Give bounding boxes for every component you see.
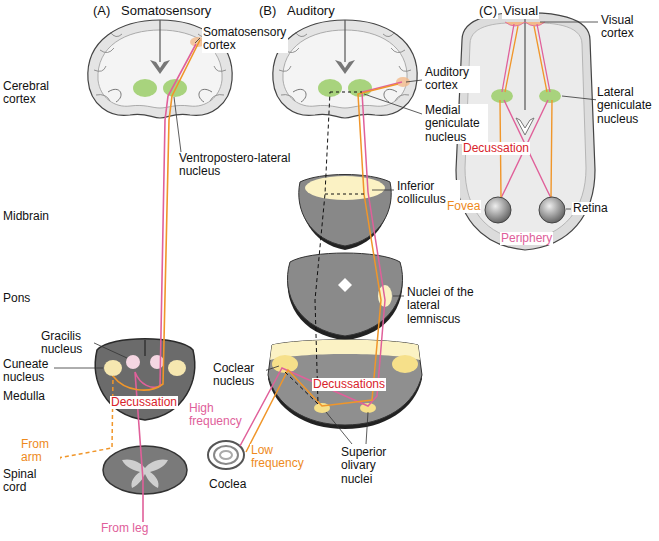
drawing-part: [168, 360, 186, 376]
drawing-part: [539, 197, 565, 223]
structure-label: Visual cortex: [600, 14, 656, 41]
pathway-label: High frequency: [188, 402, 248, 429]
drawing-part: [246, 84, 398, 452]
somatosensory-panel: [50, 20, 232, 535]
structure-label: Medial geniculate nucleus: [424, 104, 488, 144]
drawing-part: [126, 355, 140, 369]
drawing-part: [502, 24, 550, 92]
drawing-part: [366, 412, 368, 444]
panel-letter: (B): [258, 4, 277, 19]
drawing-part: [505, 22, 545, 26]
structure-label: Retina: [572, 202, 609, 215]
level-label: Medulla: [2, 390, 46, 403]
drawing-part: [240, 82, 402, 446]
drawing-part: [326, 412, 352, 444]
drawing-part: [364, 94, 422, 114]
drawing-part: [113, 40, 200, 390]
level-label: Midbrain: [2, 210, 50, 223]
drawing-part: [220, 451, 232, 459]
panel-title: Visual: [502, 4, 539, 19]
drawing-part: [208, 441, 244, 469]
drawing-part: [122, 459, 168, 488]
level-label: Pons: [2, 292, 31, 305]
drawing-part: [305, 176, 385, 200]
drawing-part: [360, 403, 376, 413]
drawing-part: [92, 342, 127, 358]
level-label: Cerebral cortex: [2, 80, 60, 107]
drawing-part: [540, 22, 598, 23]
drawing-part: [325, 92, 365, 194]
structure-label: Nuclei of the lateral lemniscus: [406, 286, 486, 326]
structure-label: Ventropostero-lateral nucleus: [178, 152, 294, 179]
pathway-label: From leg: [100, 522, 149, 535]
panel-letter: (A): [92, 4, 111, 19]
drawing-part: [287, 253, 402, 336]
drawing-part: [505, 26, 547, 92]
drawing-part: [524, 13, 525, 110]
drawing-part: [174, 97, 181, 152]
drawing-part: [208, 441, 244, 469]
drawing-part: [272, 355, 298, 373]
drawing-part: [393, 296, 404, 297]
structure-label: Superior olivary nuclei: [340, 446, 400, 486]
pathway-label: Fovea: [446, 200, 481, 213]
drawing-part: [392, 355, 418, 373]
structure-label: Auditory cortex: [424, 66, 480, 93]
panel-letter: (C): [478, 4, 498, 19]
drawing-part: [50, 368, 103, 369]
drawing-part: [562, 96, 598, 100]
drawing-part: [285, 92, 330, 404]
drawing-part: [264, 80, 422, 444]
structure-label: Lateral geniculate nucleus: [596, 86, 656, 126]
drawing-part: [50, 38, 200, 368]
drawing-part: [516, 118, 534, 135]
pathway-label: Low frequency: [250, 444, 310, 471]
drawing-part: [195, 38, 200, 43]
drawing-part: [58, 376, 113, 458]
drawing-part: [95, 339, 194, 420]
drawing-part: [406, 80, 422, 82]
pathway-label: From arm: [20, 438, 60, 465]
drawing-part: [150, 355, 164, 369]
drawing-part: [103, 446, 187, 494]
drawing-part: [264, 366, 279, 371]
drawing-part: [485, 197, 511, 223]
decussation-label: Decussation: [462, 142, 530, 155]
drawing-part: [268, 340, 422, 425]
drawing-part: [273, 20, 417, 118]
panel-title: Auditory: [286, 4, 336, 19]
decussation-label: Decussation: [110, 396, 178, 409]
drawing-part: [214, 446, 238, 464]
pathway-label: Periphery: [500, 232, 553, 245]
drawing-part: [566, 209, 571, 210]
drawing-part: [338, 278, 352, 292]
structure-label: Somatosensory cortex: [202, 26, 288, 53]
decussation-label: Decussations: [312, 378, 386, 391]
structure-label: Coclear nucleus: [212, 362, 266, 389]
drawing-part: [372, 190, 394, 191]
structure-label: Cuneate nucleus: [2, 358, 54, 385]
drawing-part: [104, 360, 122, 376]
drawing-part: [314, 403, 330, 413]
structure-label: Coclea: [208, 478, 247, 491]
level-label: Spinal cord: [2, 468, 46, 495]
drawing-part: [299, 175, 391, 247]
panel-title: Somatosensory: [120, 4, 212, 19]
drawing-part: [144, 340, 146, 356]
structure-label: Gracilis nucleus: [40, 330, 94, 357]
drawing-part: [540, 22, 598, 209]
